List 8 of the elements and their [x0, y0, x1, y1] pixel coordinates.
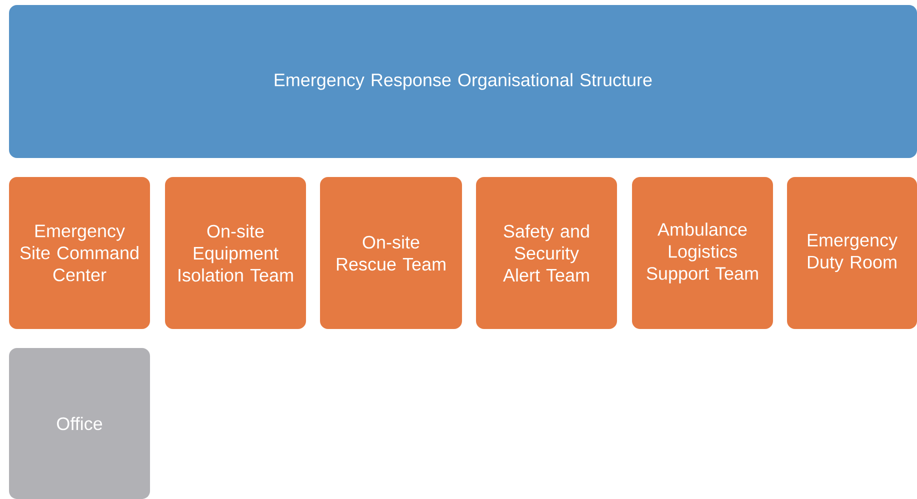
team-box: Safety and Security Alert Team	[476, 177, 617, 329]
team-box: Emergency Site Command Center	[9, 177, 150, 329]
office-box: Office	[9, 348, 150, 499]
team-box: Ambulance Logistics Support Team	[632, 177, 773, 329]
team-box: Emergency Duty Room	[787, 177, 917, 329]
team-box: On-site Equipment Isolation Team	[165, 177, 306, 329]
header-box: Emergency Response Organisational Structure	[9, 5, 917, 158]
team-box: On-site Rescue Team	[320, 177, 462, 329]
